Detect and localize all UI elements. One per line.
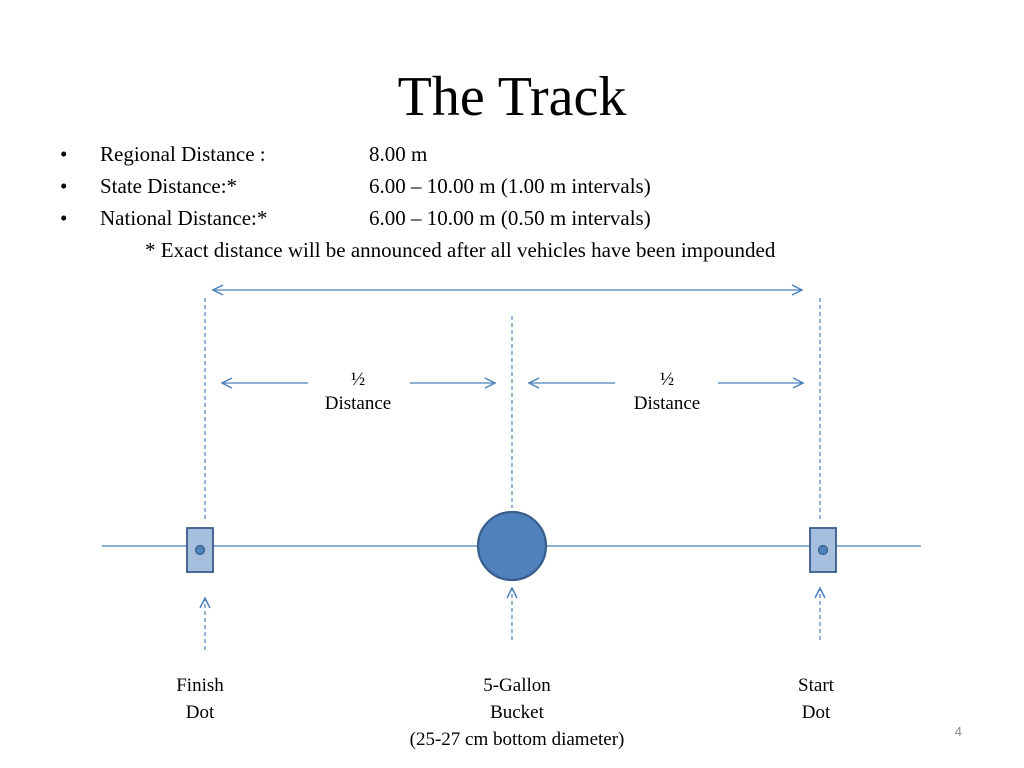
bullet-value: 8.00 m — [369, 142, 428, 166]
bucket-label: 5-Gallon Bucket (25-27 cm bottom diamete… — [409, 675, 625, 750]
footnote: * Exact distance will be announced after… — [145, 238, 776, 262]
start-dot-box — [809, 527, 837, 573]
slide-title: The Track — [397, 66, 627, 128]
bullet-marker: • — [60, 174, 68, 198]
bullet-label: Regional Distance : — [100, 142, 266, 166]
bullet-label: State Distance:* — [100, 174, 238, 198]
bullet-label: National Distance:* — [100, 206, 268, 230]
half-word: Distance — [633, 393, 701, 414]
bullet-marker: • — [60, 142, 68, 166]
bullet-marker: • — [60, 206, 68, 230]
page-number: 4 — [954, 724, 962, 739]
start-dot-label: Start Dot — [798, 675, 834, 723]
bucket-circle — [476, 510, 548, 582]
finish-dot — [194, 544, 206, 556]
start-dot — [817, 544, 829, 556]
half-word: Distance — [324, 393, 392, 414]
half-fraction: ½ — [350, 369, 366, 390]
bullet-value: 6.00 – 10.00 m (1.00 m intervals) — [369, 174, 651, 198]
finish-dot-label: Finish Dot — [176, 675, 224, 723]
half-distance-label-right: ½ Distance — [607, 368, 727, 416]
bullet-value: 6.00 – 10.00 m (0.50 m intervals) — [369, 206, 651, 230]
finish-dot-box — [186, 527, 214, 573]
half-fraction: ½ — [659, 369, 675, 390]
half-distance-label-left: ½ Distance — [298, 368, 418, 416]
